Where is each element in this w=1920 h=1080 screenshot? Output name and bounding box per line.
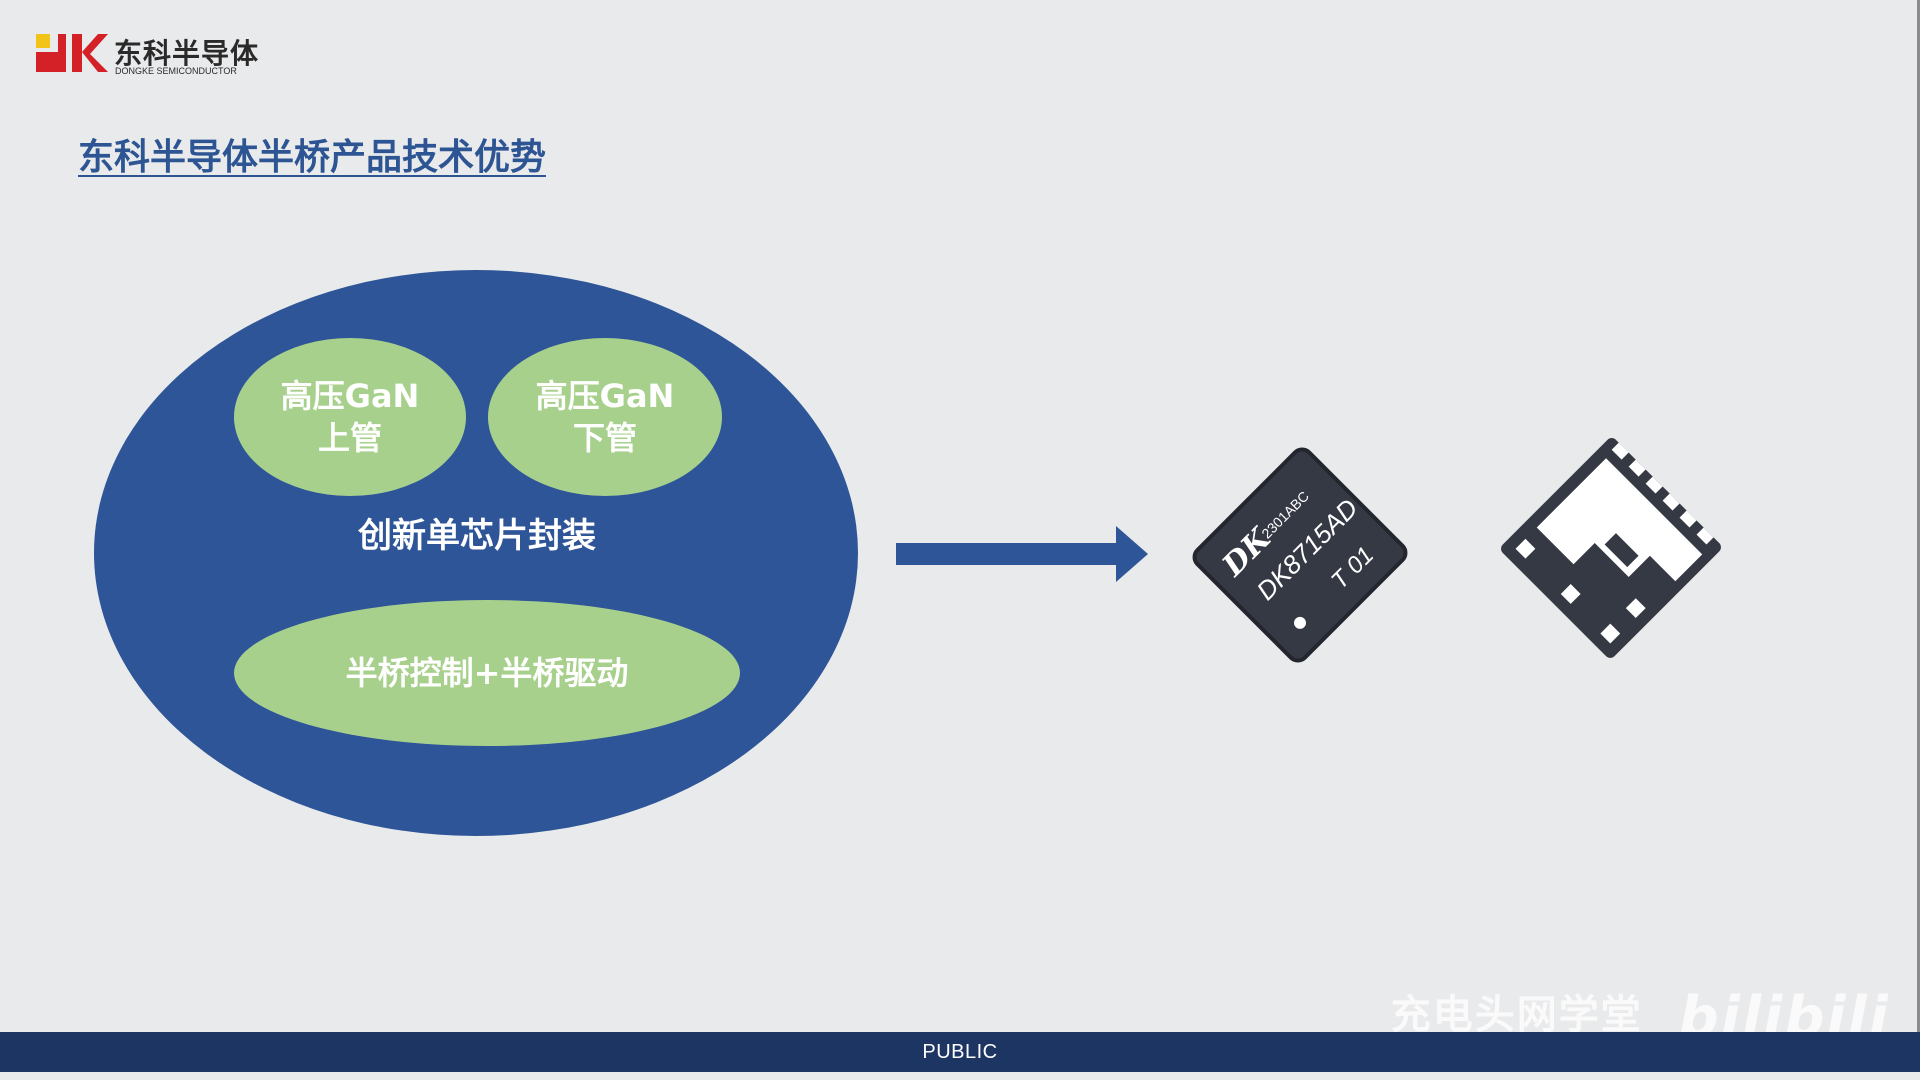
bubble-control-driver: 半桥控制+半桥驱动 (234, 600, 740, 746)
dk-logo-mark-icon (36, 34, 108, 72)
bubble-low-side-gan: 高压GaN 下管 (488, 338, 722, 496)
bubble-high-side-line2: 上管 (317, 419, 382, 457)
company-logo: 东科半导体 DONGKE SEMICONDUCTOR (36, 32, 276, 80)
chip-bottom-view-image (1501, 438, 1721, 658)
bubble-high-side-line1: 高压GaN (280, 377, 420, 415)
bubble-high-side-gan: 高压GaN 上管 (234, 338, 466, 496)
bubble-control-driver-label: 半桥控制+半桥驱动 (345, 654, 629, 692)
bubble-low-side-line2: 下管 (572, 419, 637, 457)
bubble-low-side-line1: 高压GaN (535, 377, 675, 415)
watermark-channel-text: 充电头网学堂 (1390, 992, 1643, 1038)
footer-classification-label: PUBLIC (922, 1040, 998, 1063)
right-arrow-icon (896, 526, 1148, 582)
right-edge-line (1917, 0, 1920, 1032)
company-name-en: DONGKE SEMICONDUCTOR (115, 66, 237, 76)
package-label: 创新单芯片封装 (358, 516, 596, 556)
chip-top-view-image: DK 2301ABC DK8715AD T 01 (1192, 447, 1408, 663)
company-name-cn: 东科半导体 (114, 37, 260, 70)
footer-bar: PUBLIC (0, 1032, 1920, 1072)
pin1-dot (1294, 616, 1306, 629)
slide-title: 东科半导体半桥产品技术优势 (78, 137, 547, 178)
